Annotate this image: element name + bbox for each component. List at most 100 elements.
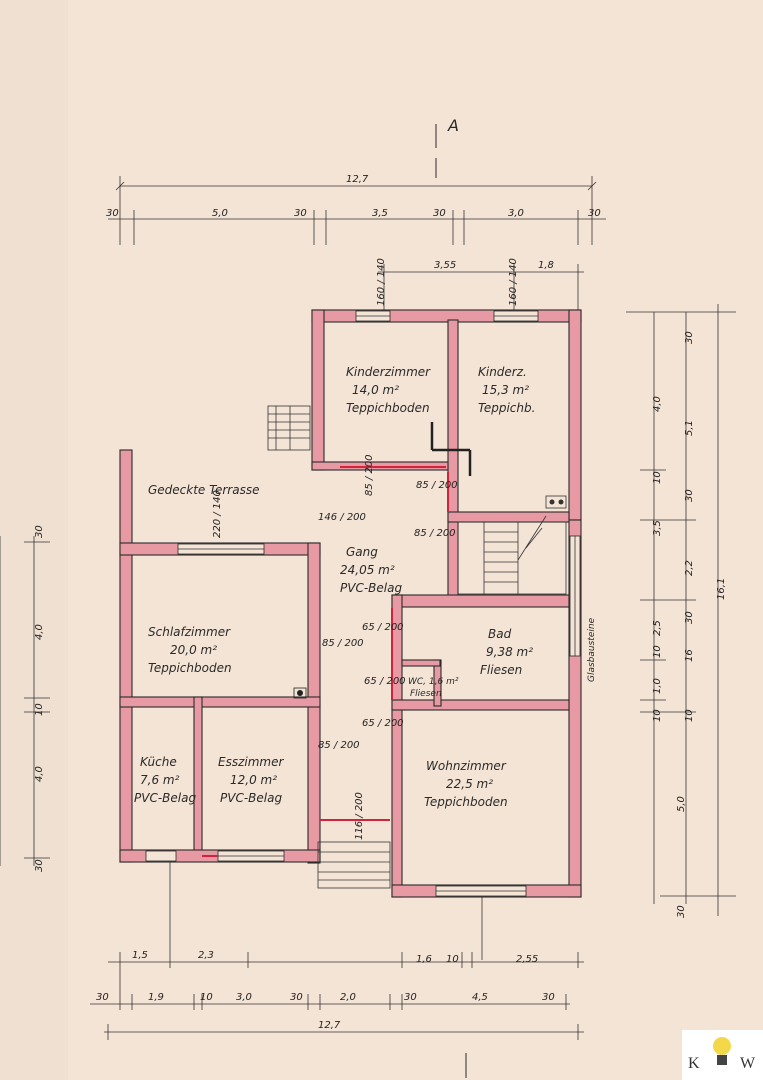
room-wohn-floor: Teppichboden — [424, 795, 508, 809]
room-kueche: Küche 7,6 m² PVC-Belag — [134, 755, 196, 805]
top-dimensions: 12,7 30 5,0 30 3,5 30 3,0 30 3,55 1,8 — [106, 174, 606, 312]
room-ess-area: 12,0 m² — [230, 773, 277, 787]
right-dim-middle-4: 30 — [684, 611, 695, 624]
room-esszimmer: Esszimmer 12,0 m² PVC-Belag — [218, 755, 284, 805]
right-dim-middle-1: 5,1 — [684, 420, 695, 436]
top-dim-2: 5,0 — [212, 208, 228, 219]
opening-kz1-door: 85 / 200 — [364, 454, 375, 496]
room-gang-name: Gang — [346, 545, 378, 559]
room-kz1-name: Kinderzimmer — [346, 365, 431, 379]
room-wc: WC, 1,6 m² Fliesen — [408, 677, 459, 699]
right-dim-middle-6: 10 — [684, 709, 695, 722]
top-dim-8: 3,55 — [434, 260, 456, 271]
right-dim-inner-6: 2,5 — [652, 620, 663, 636]
room-schlaf-name: Schlafzimmer — [148, 625, 231, 639]
bottom-dimensions: 1,5 2,3 1,6 10 2,55 30 1,9 10 3,0 30 2,0… — [90, 862, 584, 1040]
left-dim-2: 4,0 — [34, 624, 45, 640]
top-dim-3: 30 — [294, 208, 307, 219]
bottom-dim-3: 1,6 — [416, 954, 432, 965]
bottom-dim-1: 1,5 — [132, 950, 148, 961]
room-kueche-name: Küche — [140, 755, 177, 769]
opening-terrace-window: 220 / 140 — [212, 490, 223, 538]
right-dim-inner-1: 30 — [684, 331, 695, 344]
right-dim-inner-9: 10 — [652, 709, 663, 722]
right-dimensions: 30 4,0 10 3,5 30 2,5 10 1,0 10 5,0 30 5,… — [626, 304, 736, 918]
room-kz1-floor: Teppichboden — [346, 401, 430, 415]
opening-stair-door: 85 / 200 — [414, 528, 456, 539]
bottom-dim-2: 2,3 — [198, 950, 214, 961]
opening-wohn-door: 65 / 200 — [362, 718, 404, 729]
room-kz2-name: Kinderz. — [478, 365, 527, 379]
bottom-dim-9: 3,0 — [236, 992, 252, 1003]
top-dim-4: 3,5 — [372, 208, 388, 219]
right-dim-inner-8: 1,0 — [652, 678, 663, 694]
room-wohnzimmer: Wohnzimmer 22,5 m² Teppichboden — [424, 759, 508, 809]
bottom-total-dim: 12,7 — [318, 1020, 341, 1031]
room-bad: Bad 9,38 m² Fliesen — [480, 627, 533, 677]
right-dim-middle-3: 2,2 — [684, 560, 695, 576]
left-dimensions: 30 4,0 10 4,0 30 — [0, 525, 50, 872]
entrance-steps — [317, 841, 391, 889]
room-bad-area: 9,38 m² — [486, 645, 533, 659]
right-dim-inner-2: 4,0 — [652, 396, 663, 412]
left-dim-1: 30 — [34, 525, 45, 538]
top-dim-5: 30 — [433, 208, 446, 219]
opening-wc-door: 65 / 200 — [364, 676, 406, 687]
opening-schlaf-door: 85 / 200 — [322, 638, 364, 649]
section-marker-top: A — [435, 116, 459, 178]
room-kueche-floor: PVC-Belag — [134, 791, 196, 805]
logo: K W — [682, 1030, 763, 1080]
room-schlaf-floor: Teppichboden — [148, 661, 232, 675]
top-dim-7: 30 — [588, 208, 601, 219]
opening-bad-door: 65 / 200 — [362, 622, 404, 633]
bottom-dim-11: 2,0 — [340, 992, 356, 1003]
room-wc-floor: Fliesen — [410, 689, 442, 699]
opening-kz2-door: 85 / 200 — [416, 480, 458, 491]
right-dim-middle-5: 16 — [684, 649, 695, 662]
room-ess-name: Esszimmer — [218, 755, 284, 769]
room-kueche-area: 7,6 m² — [140, 773, 180, 787]
room-schlaf-area: 20,0 m² — [170, 643, 217, 657]
opening-entry-door: 116 / 200 — [354, 792, 365, 840]
left-dim-5: 30 — [34, 859, 45, 872]
top-dim-1: 30 — [106, 208, 119, 219]
right-dim-total: 16,1 — [716, 578, 727, 600]
top-total-dim: 12,7 — [346, 174, 369, 185]
top-dim-6: 3,0 — [508, 208, 524, 219]
bottom-dim-4: 10 — [446, 954, 459, 965]
room-kinderzimmer-2: Kinderz. 15,3 m² Teppichb. — [478, 365, 535, 415]
room-ess-floor: PVC-Belag — [220, 791, 282, 805]
room-bad-name: Bad — [488, 627, 512, 641]
opening-terrace-door: 146 / 200 — [318, 512, 366, 523]
red-markings — [202, 422, 472, 857]
bottom-dim-7: 1,9 — [148, 992, 164, 1003]
bottom-dim-6: 30 — [96, 992, 109, 1003]
bottom-dim-5: 2,55 — [516, 954, 538, 965]
bottom-dim-10: 30 — [290, 992, 303, 1003]
lightbulb-base-icon — [717, 1055, 727, 1065]
room-gang: Gang 24,05 m² PVC-Belag — [340, 545, 402, 595]
right-dim-inner-11: 30 — [676, 905, 687, 918]
room-gang-area: 24,05 m² — [340, 563, 395, 577]
room-wohn-name: Wohnzimmer — [426, 759, 507, 773]
right-dim-inner-10: 5,0 — [676, 796, 687, 812]
lightbulb-icon — [713, 1037, 731, 1055]
right-dim-inner-7: 10 — [652, 645, 663, 658]
stairs — [457, 495, 567, 595]
bottom-dim-8: 10 — [200, 992, 213, 1003]
terrace-steps — [267, 405, 311, 451]
room-terrasse-name: Gedeckte Terrasse — [148, 483, 259, 497]
windows — [145, 310, 581, 897]
room-wohn-area: 22,5 m² — [446, 777, 493, 791]
opening-labels: 160 / 140 160 / 140 85 / 200 85 / 200 22… — [212, 258, 519, 840]
bottom-dim-12: 30 — [404, 992, 417, 1003]
bottom-dim-13: 4,5 — [472, 992, 488, 1003]
room-gang-floor: PVC-Belag — [340, 581, 402, 595]
section-marker-label: A — [447, 116, 459, 135]
bottom-dim-14: 30 — [542, 992, 555, 1003]
opening-kz1-window: 160 / 140 — [376, 258, 387, 306]
logo-letter-left: K — [688, 1055, 700, 1072]
top-dim-9: 1,8 — [538, 260, 554, 271]
